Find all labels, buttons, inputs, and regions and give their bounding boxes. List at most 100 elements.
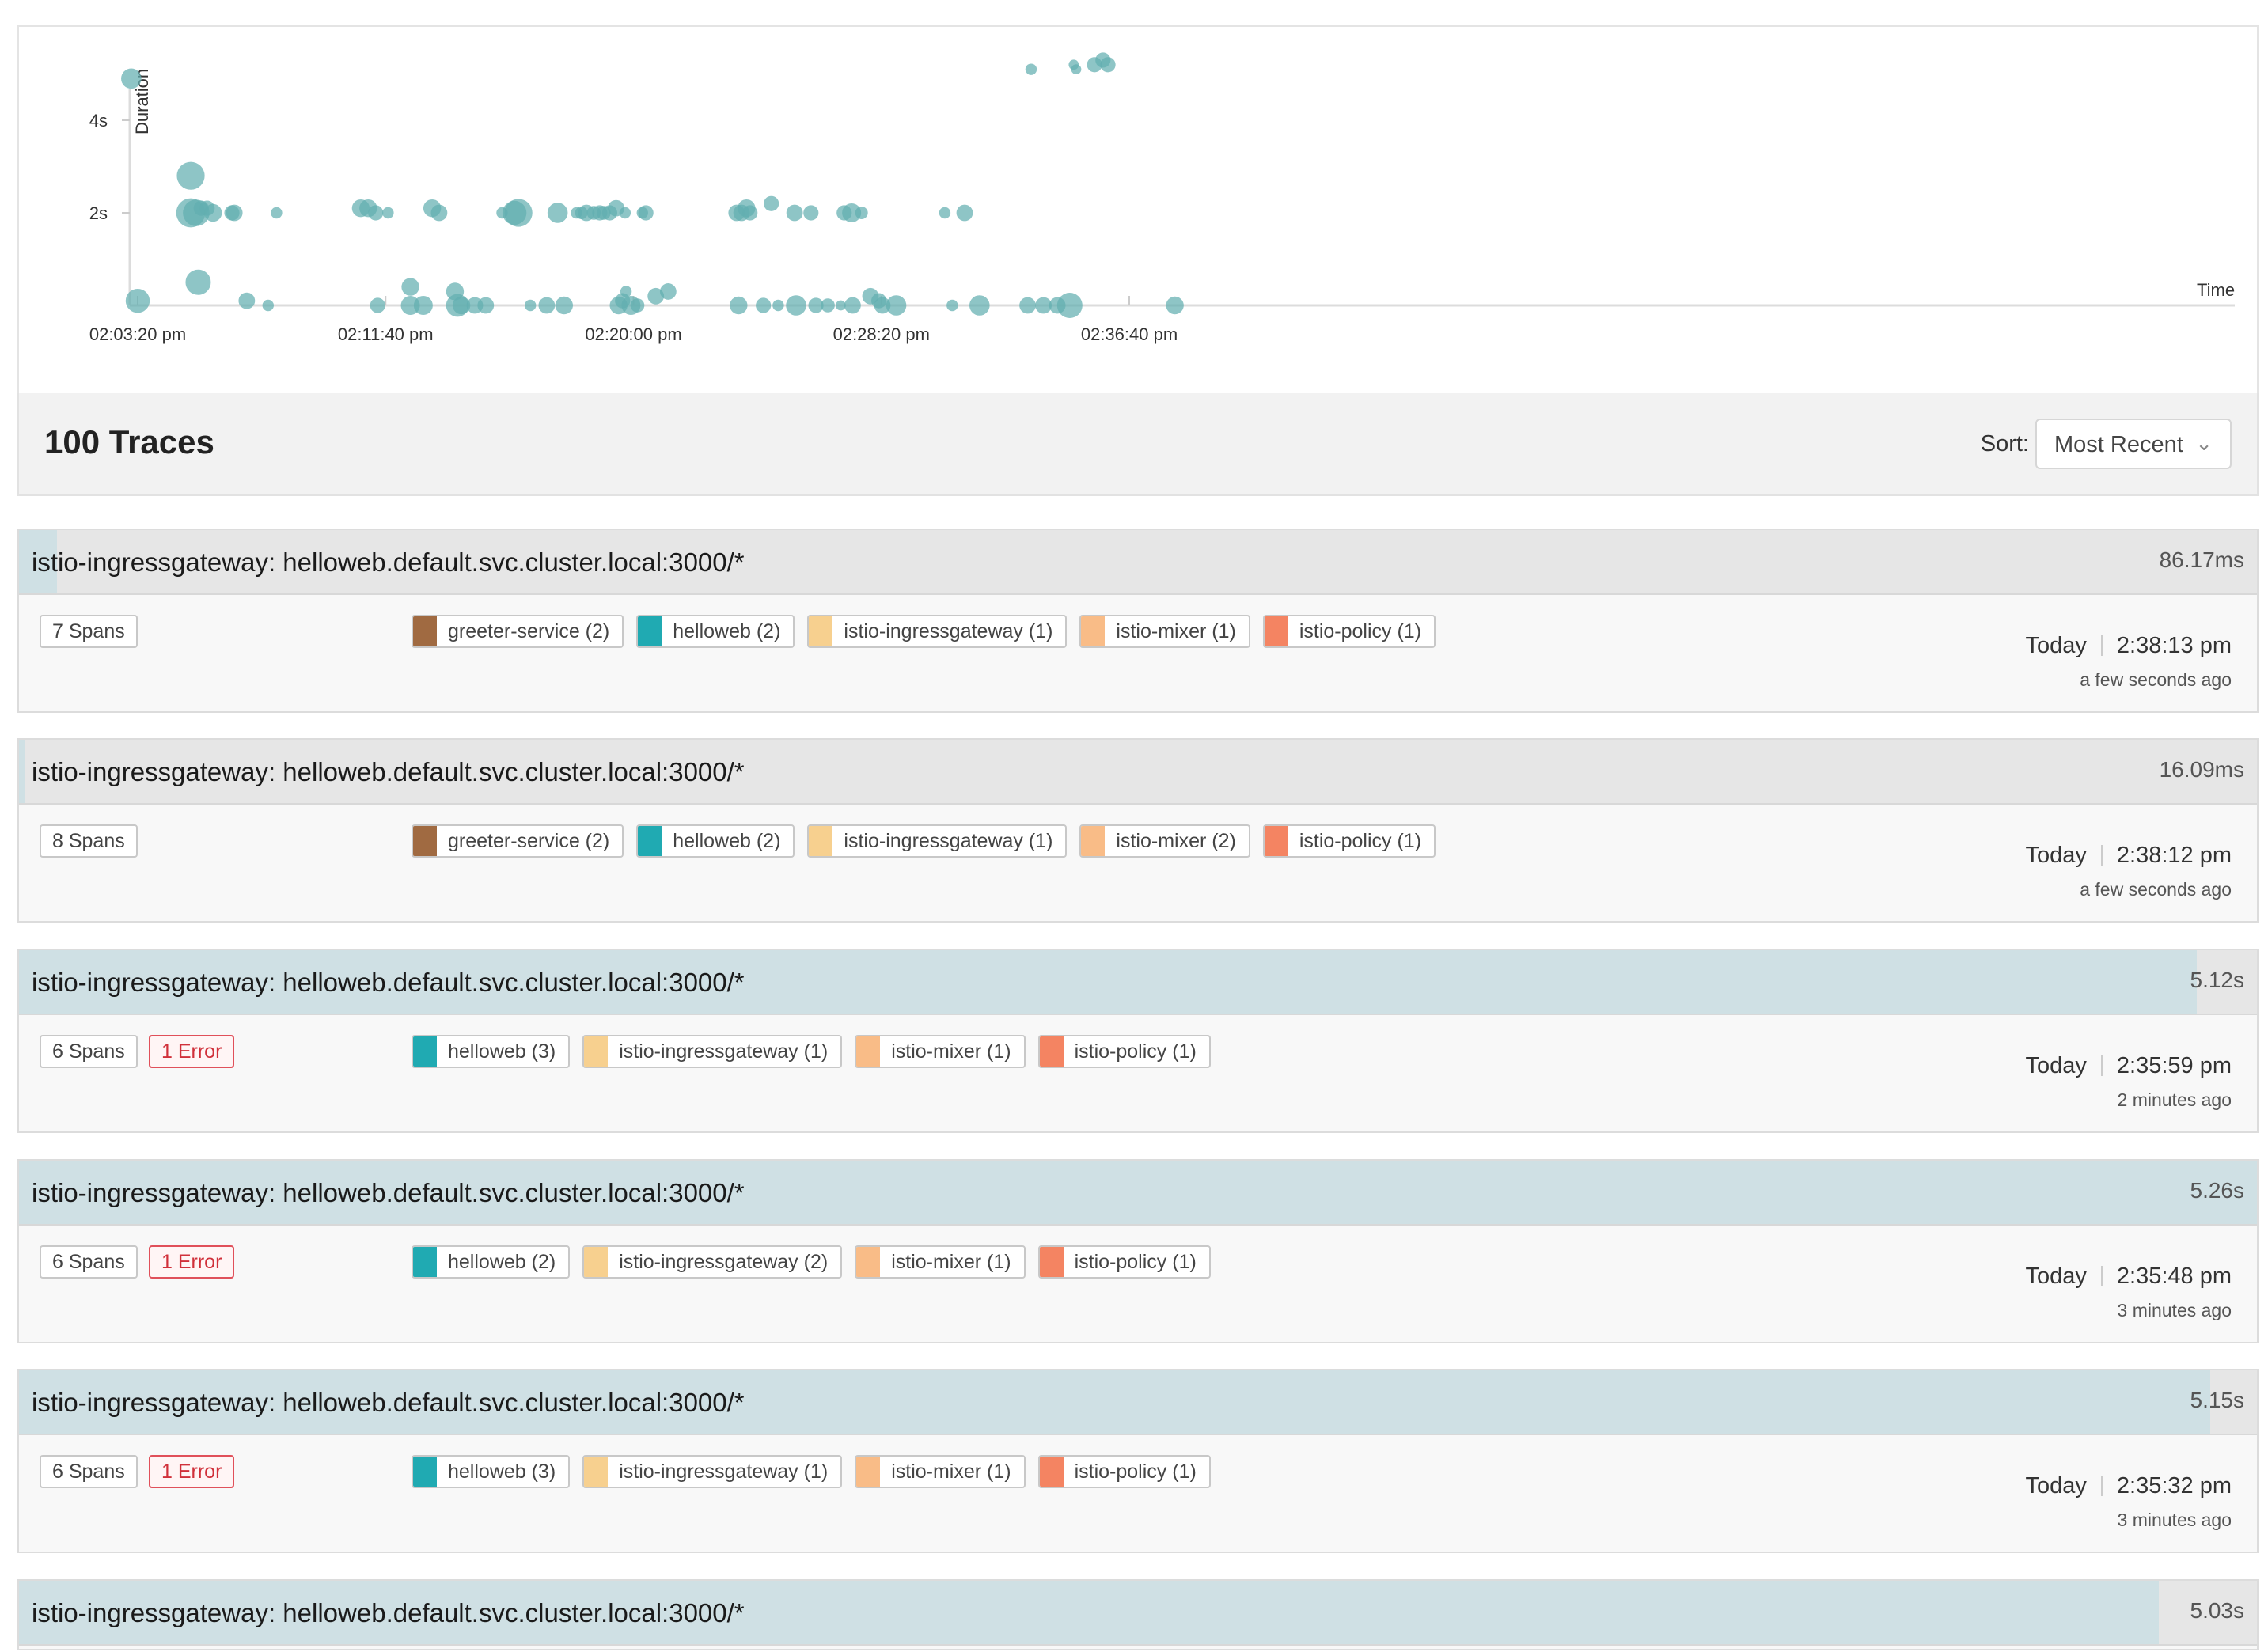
service-tags: greeter-service (2)helloweb (2)istio-ing… (412, 824, 1448, 858)
trace-duration-bar (19, 1370, 2210, 1434)
trace-point[interactable] (619, 206, 631, 219)
trace-point[interactable] (504, 199, 533, 227)
trace-relative-time: a few seconds ago (2080, 879, 2232, 900)
trace-name[interactable]: istio-ingressgateway: helloweb.default.s… (32, 1388, 745, 1417)
trace-point[interactable] (524, 299, 537, 312)
trace-name[interactable]: istio-ingressgateway: helloweb.default.s… (32, 968, 745, 997)
trace-point[interactable] (547, 203, 568, 223)
trace-point[interactable] (939, 206, 951, 219)
service-tags: greeter-service (2)helloweb (2)istio-ing… (412, 615, 1448, 648)
trace-point[interactable] (370, 297, 385, 313)
trace-card-header[interactable]: istio-ingressgateway: helloweb.default.s… (19, 950, 2257, 1015)
service-color-swatch (1081, 616, 1106, 646)
trace-point[interactable] (821, 298, 835, 313)
trace-card-header[interactable]: istio-ingressgateway: helloweb.default.s… (19, 1581, 2257, 1646)
trace-point[interactable] (764, 195, 779, 211)
trace-point[interactable] (969, 295, 990, 316)
trace-point[interactable] (1100, 57, 1116, 73)
trace-point[interactable] (946, 299, 958, 312)
trace-point[interactable] (413, 296, 433, 315)
trace-point[interactable] (630, 298, 645, 313)
service-tag: helloweb (2) (412, 1245, 571, 1279)
trace-point[interactable] (786, 295, 806, 316)
trace-point[interactable] (1056, 293, 1083, 318)
trace-point[interactable] (382, 206, 394, 219)
service-tag: istio-mixer (1) (855, 1455, 1026, 1488)
service-color-swatch (809, 826, 833, 856)
trace-duration: 5.15s (2190, 1388, 2245, 1412)
trace-card[interactable]: istio-ingressgateway: helloweb.default.s… (17, 738, 2259, 923)
trace-time: 2:35:48 pm (2116, 1264, 2232, 1289)
trace-point[interactable] (844, 297, 861, 314)
trace-card-header[interactable]: istio-ingressgateway: helloweb.default.s… (19, 1370, 2257, 1435)
trace-point[interactable] (204, 203, 222, 222)
trace-card[interactable]: istio-ingressgateway: helloweb.default.s… (17, 1369, 2259, 1553)
trace-time: 2:35:32 pm (2116, 1473, 2232, 1499)
trace-point[interactable] (874, 297, 891, 314)
trace-card[interactable]: istio-ingressgateway: helloweb.default.s… (17, 529, 2259, 713)
trace-point[interactable] (401, 278, 419, 296)
trace-point[interactable] (430, 204, 448, 222)
trace-point[interactable] (477, 297, 495, 314)
trace-time: 2:38:12 pm (2116, 843, 2232, 868)
trace-point[interactable] (1166, 296, 1184, 315)
trace-point[interactable] (730, 296, 748, 315)
service-tag-label: istio-policy (1) (1299, 830, 1422, 852)
trace-card-header[interactable]: istio-ingressgateway: helloweb.default.s… (19, 740, 2257, 805)
trace-point[interactable] (176, 161, 205, 190)
service-color-swatch (1039, 1036, 1064, 1067)
trace-point[interactable] (1019, 297, 1036, 314)
trace-point[interactable] (262, 299, 274, 312)
trace-name[interactable]: istio-ingressgateway: helloweb.default.s… (32, 1598, 745, 1627)
trace-point[interactable] (742, 205, 758, 221)
trace-point[interactable] (756, 297, 772, 313)
service-tag: istio-policy (1) (1262, 615, 1436, 648)
x-tick-label: 02:03:20 pm (89, 324, 186, 344)
service-tags: helloweb (3)istio-ingressgateway (1)isti… (412, 1035, 1223, 1068)
trace-card-header[interactable]: istio-ingressgateway: helloweb.default.s… (19, 530, 2257, 595)
trace-point[interactable] (638, 205, 654, 221)
trace-name[interactable]: istio-ingressgateway: helloweb.default.s… (32, 548, 745, 577)
service-tag: istio-ingressgateway (1) (807, 615, 1068, 648)
trace-point[interactable] (226, 204, 243, 222)
trace-point[interactable] (1025, 63, 1037, 75)
service-tag: istio-ingressgateway (2) (582, 1245, 843, 1279)
trace-point[interactable] (772, 299, 784, 312)
trace-point[interactable] (121, 68, 142, 89)
trace-point[interactable] (803, 205, 819, 221)
trace-point[interactable] (1035, 297, 1052, 314)
trace-point[interactable] (855, 206, 868, 219)
trace-name[interactable]: istio-ingressgateway: helloweb.default.s… (32, 757, 745, 786)
trace-point[interactable] (1071, 64, 1082, 75)
service-tag-label: helloweb (3) (448, 1040, 556, 1063)
trace-point[interactable] (786, 204, 803, 222)
trace-card-header[interactable]: istio-ingressgateway: helloweb.default.s… (19, 1161, 2257, 1226)
trace-point[interactable] (956, 204, 973, 222)
trace-point[interactable] (368, 205, 384, 221)
trace-card[interactable]: istio-ingressgateway: helloweb.default.s… (17, 949, 2259, 1133)
trace-relative-time: 3 minutes ago (2117, 1300, 2232, 1320)
trace-point[interactable] (835, 300, 846, 311)
service-color-swatch (1039, 1247, 1064, 1277)
trace-point[interactable] (125, 288, 150, 313)
trace-card[interactable]: istio-ingressgateway: helloweb.default.s… (17, 1579, 2259, 1650)
trace-point[interactable] (271, 206, 283, 219)
trace-point[interactable] (842, 203, 862, 222)
service-color-swatch (1081, 826, 1106, 856)
trace-point[interactable] (647, 287, 665, 305)
trace-point[interactable] (659, 283, 677, 300)
trace-card[interactable]: istio-ingressgateway: helloweb.default.s… (17, 1159, 2259, 1343)
trace-point[interactable] (555, 296, 573, 315)
trace-point[interactable] (185, 269, 211, 295)
trace-point[interactable] (886, 295, 907, 316)
trace-point[interactable] (538, 297, 556, 314)
trace-point[interactable] (452, 296, 471, 315)
service-color-swatch (584, 1036, 609, 1067)
trace-point[interactable] (238, 292, 256, 309)
sort-select[interactable]: Most Recent ⌄ (2035, 419, 2232, 469)
service-color-swatch (413, 1036, 437, 1067)
trace-point[interactable] (620, 286, 632, 297)
service-tag-label: greeter-service (2) (448, 620, 610, 642)
trace-name[interactable]: istio-ingressgateway: helloweb.default.s… (32, 1178, 745, 1207)
trace-point[interactable] (808, 297, 824, 313)
